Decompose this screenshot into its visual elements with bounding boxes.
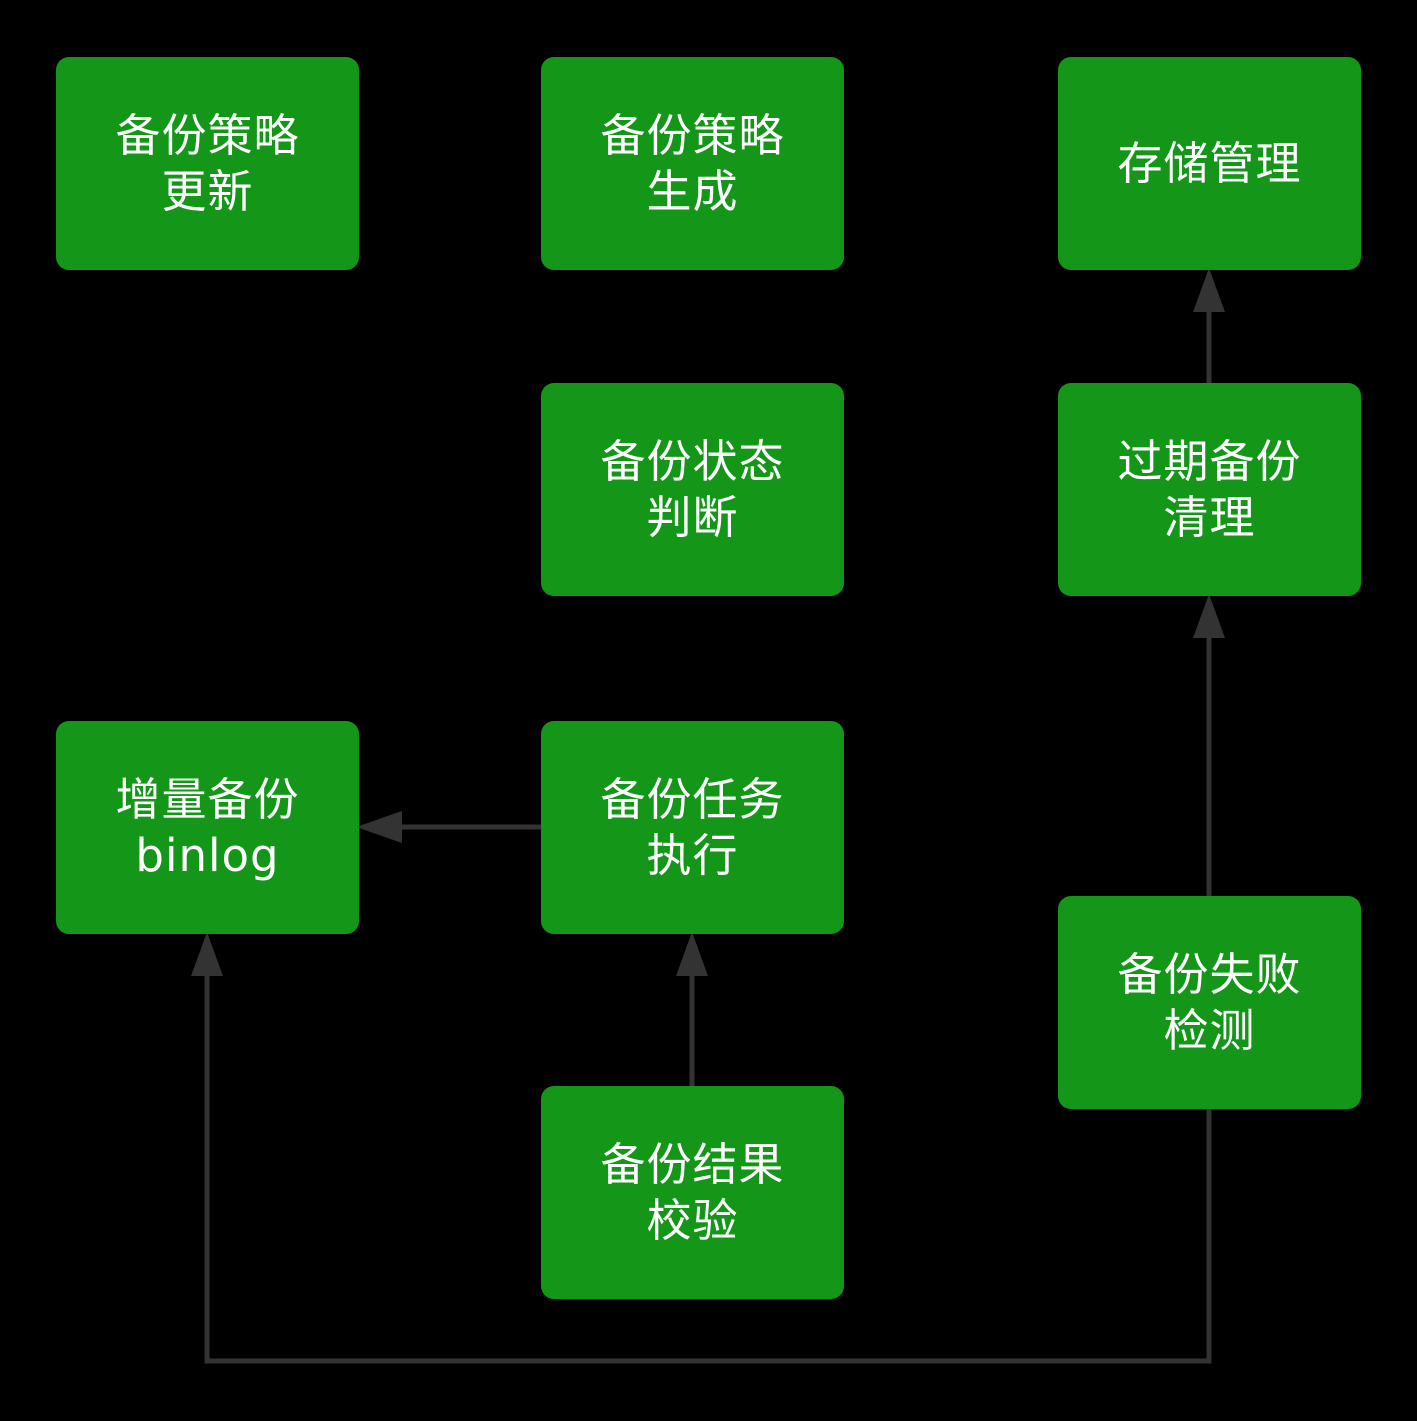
arrowhead-task-bottom bbox=[676, 932, 708, 976]
node-backup-failure-detection: 备份失败 检测 bbox=[1058, 896, 1361, 1109]
node-label: 增量备份 binlog bbox=[115, 772, 300, 882]
edge-failure-to-incremental bbox=[204, 974, 1212, 1364]
node-expired-backup-cleanup: 过期备份 清理 bbox=[1058, 383, 1361, 596]
node-storage-management: 存储管理 bbox=[1058, 57, 1361, 270]
node-label: 备份任务 执行 bbox=[600, 772, 785, 882]
node-label: 备份失败 检测 bbox=[1117, 947, 1302, 1057]
node-label: 备份结果 校验 bbox=[600, 1137, 785, 1247]
node-policy-update: 备份策略 更新 bbox=[56, 57, 359, 270]
arrowhead-storage-bottom bbox=[1193, 268, 1225, 312]
node-label: 备份策略 生成 bbox=[600, 108, 785, 218]
node-policy-generation: 备份策略 生成 bbox=[541, 57, 844, 270]
node-label: 备份状态 判断 bbox=[600, 434, 785, 544]
arrowhead-expired-bottom bbox=[1193, 594, 1225, 638]
arrowhead-incremental-right bbox=[356, 811, 402, 843]
arrowhead-incremental-bottom bbox=[191, 932, 223, 976]
node-backup-result-verification: 备份结果 校验 bbox=[541, 1086, 844, 1299]
node-label: 备份策略 更新 bbox=[115, 108, 300, 218]
node-backup-task-execution: 备份任务 执行 bbox=[541, 721, 844, 934]
node-backup-status-check: 备份状态 判断 bbox=[541, 383, 844, 596]
node-label: 过期备份 清理 bbox=[1117, 434, 1302, 544]
node-label: 存储管理 bbox=[1117, 136, 1302, 190]
node-incremental-backup-binlog: 增量备份 binlog bbox=[56, 721, 359, 934]
